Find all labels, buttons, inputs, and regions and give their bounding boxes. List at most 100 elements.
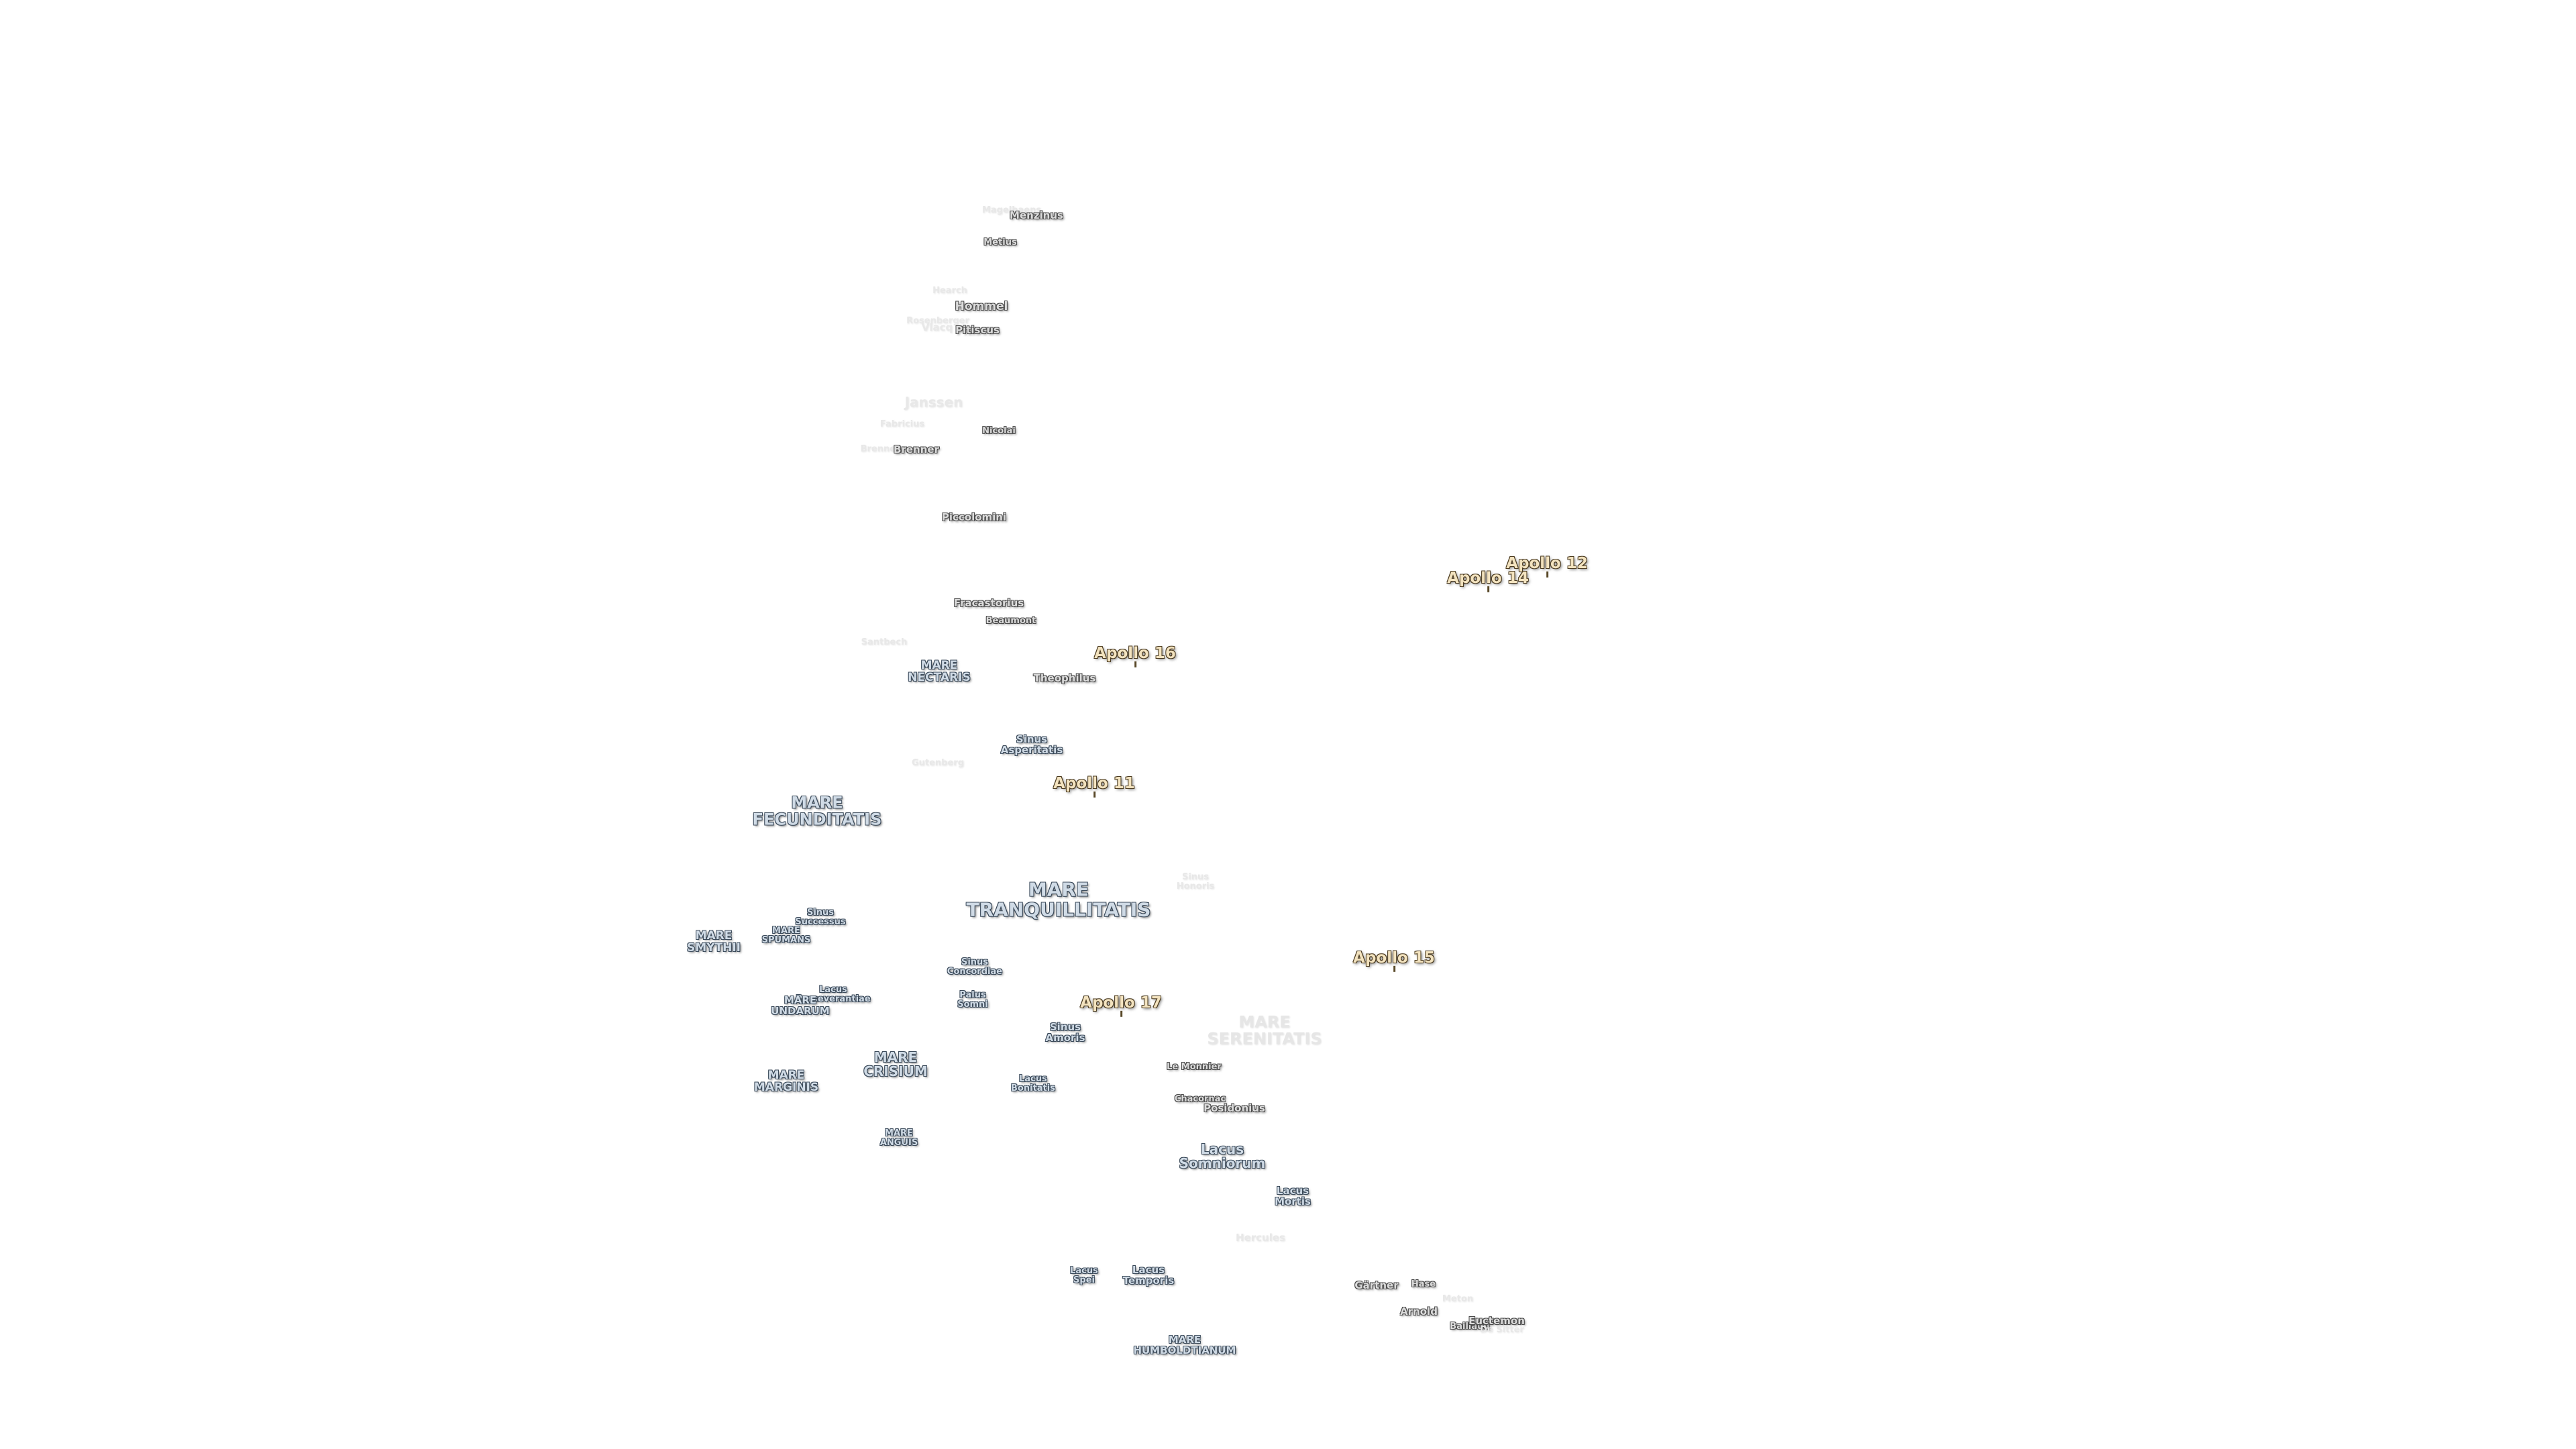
mare-fecunditatis-text: MARE xyxy=(791,793,843,812)
lacus-mortis-text: Lacus xyxy=(1276,1185,1309,1197)
crater-fracastorius: Fracastorius xyxy=(954,598,1024,609)
crater-rosenberger-text: Rosenberger xyxy=(906,316,969,327)
mare-marginis-text: MARE xyxy=(767,1068,805,1082)
palus-somni-text: Palus xyxy=(959,990,986,1001)
sinus-amoris-text: Sinus xyxy=(1049,1021,1081,1034)
mare-smythii-text: SMYTHII xyxy=(687,941,741,955)
lacus-somniorum-text: Lacus xyxy=(1200,1140,1244,1157)
crater-chacornac-text: Chacornac xyxy=(1174,1094,1226,1105)
lacus-bonitatis-text: Bonitatis xyxy=(1011,1083,1055,1093)
sinus-concordiae-text: Concordiae xyxy=(947,967,1003,977)
mare-tranquillitatis-text: MARE xyxy=(1028,878,1089,901)
lacus-spei-text: Spei xyxy=(1073,1275,1095,1285)
crater-brenner-faint-text: Brenner xyxy=(860,444,900,455)
mare-spumans-text: SPUMANS xyxy=(761,935,811,945)
crater-posidonius: Posidonius xyxy=(1203,1102,1265,1115)
crater-pitiscus-text: Pitiscus xyxy=(955,324,1000,337)
lacus-mortis-text: Mortis xyxy=(1275,1195,1311,1208)
mare-crisium-text: CRISIUM xyxy=(863,1063,928,1079)
mare-undarum-text: UNDARUM xyxy=(771,1005,830,1017)
crater-plinius-faint-text: Honoris xyxy=(1176,881,1215,892)
site-apollo-17-text: Apollo 17 xyxy=(1080,994,1162,1012)
site-apollo-14-text: Apollo 14 xyxy=(1447,569,1529,587)
crater-brenner-faint: Brenner xyxy=(861,445,900,454)
crater-hase: Hase xyxy=(1411,1280,1436,1289)
mare-serenitatis-text: MARE xyxy=(1238,1012,1291,1032)
site-apollo-11-text: Apollo 11 xyxy=(1053,774,1135,792)
crater-fracastorius-text: Fracastorius xyxy=(953,597,1024,610)
crater-gartner-text: Gärtner xyxy=(1354,1279,1399,1292)
crater-brenner: Brenner xyxy=(894,443,939,456)
crater-magelhaens-text: Magelhaens xyxy=(981,205,1042,216)
crater-hommel-text: Hommel xyxy=(955,299,1008,313)
crater-vlacq: Vlacq xyxy=(922,322,953,333)
crater-beaumont-text: Beaumont xyxy=(985,616,1036,627)
mare-marginis-text: MARGINIS xyxy=(753,1081,819,1094)
crater-theophilus: Theophilus xyxy=(1034,673,1096,684)
crater-chacornac: Chacornac xyxy=(1175,1095,1226,1104)
site-apollo-15: Apollo 15 xyxy=(1353,949,1435,973)
mare-smythii-text: MARE xyxy=(695,928,733,943)
crater-hercules: Hercules xyxy=(1236,1232,1285,1244)
crater-arnold: Arnold xyxy=(1400,1305,1438,1318)
lacus-temporis-text: Lacus xyxy=(1132,1264,1165,1277)
sinus-successus-text: Sinus xyxy=(806,908,835,918)
crater-pitiscus: Pitiscus xyxy=(955,325,1000,336)
crater-hase-text: Hase xyxy=(1411,1279,1436,1290)
mare-fecunditatis-text: FECUNDITATIS xyxy=(752,810,882,829)
crater-posidonius-text: Posidonius xyxy=(1203,1102,1265,1115)
mare-humboldtianum-text: MARE xyxy=(1168,1334,1201,1346)
crater-nicolai-text: Nicolai xyxy=(982,426,1016,437)
crater-plinius-faint-text: Sinus xyxy=(1181,872,1210,883)
crater-le-monnier: Le Monnier xyxy=(1167,1063,1222,1072)
crater-le-monnier-text: Le Monnier xyxy=(1167,1062,1222,1073)
crater-arnold-text: Arnold xyxy=(1400,1305,1438,1318)
lacus-spei-text: Lacus xyxy=(1070,1266,1098,1277)
crater-santbech: Santbech xyxy=(861,638,908,647)
site-apollo-11: Apollo 11 xyxy=(1053,774,1135,798)
mare-humboldtianum-text: HUMBOLDTIANUM xyxy=(1133,1344,1236,1356)
mare-undarum-text: MARE xyxy=(784,994,817,1007)
crater-santbech-text: Santbech xyxy=(861,637,908,648)
site-apollo-16: Apollo 16 xyxy=(1094,644,1176,668)
crater-euctemon-text: Euctemon xyxy=(1468,1315,1525,1328)
mare-spumans-text: MARE xyxy=(772,926,800,936)
site-apollo-16-text: Apollo 16 xyxy=(1094,644,1176,662)
crater-piccolomini-text: Piccolomini xyxy=(941,511,1007,524)
crater-hommel: Hommel xyxy=(955,301,1008,313)
lacus-somniorum-text: Somniorum xyxy=(1179,1155,1266,1171)
lacus-perseverantiae-text: Perseverantiae xyxy=(796,994,871,1004)
crater-metius-text: Metius xyxy=(983,237,1017,248)
sinus-successus-text: Successus xyxy=(795,917,846,927)
mare-serenitatis-text: SERENITATIS xyxy=(1207,1030,1322,1049)
sinus-asperitatis-text: Asperitatis xyxy=(1000,744,1063,756)
crater-nicolai: Nicolai xyxy=(982,427,1016,436)
crater-menzinus: Menzinus xyxy=(1010,210,1063,221)
crater-janssen: Janssen xyxy=(905,395,963,409)
crater-brenner-text: Brenner xyxy=(894,443,939,456)
mare-nectaris-text: NECTARIS xyxy=(908,671,971,684)
crater-hearch: Hearch xyxy=(932,286,967,296)
mare-nectaris-text: MARE xyxy=(920,658,958,672)
crater-euctemon: Euctemon xyxy=(1468,1316,1525,1327)
crater-hercules-text: Hercules xyxy=(1236,1232,1285,1244)
sinus-amoris-text: Amoris xyxy=(1045,1032,1085,1044)
